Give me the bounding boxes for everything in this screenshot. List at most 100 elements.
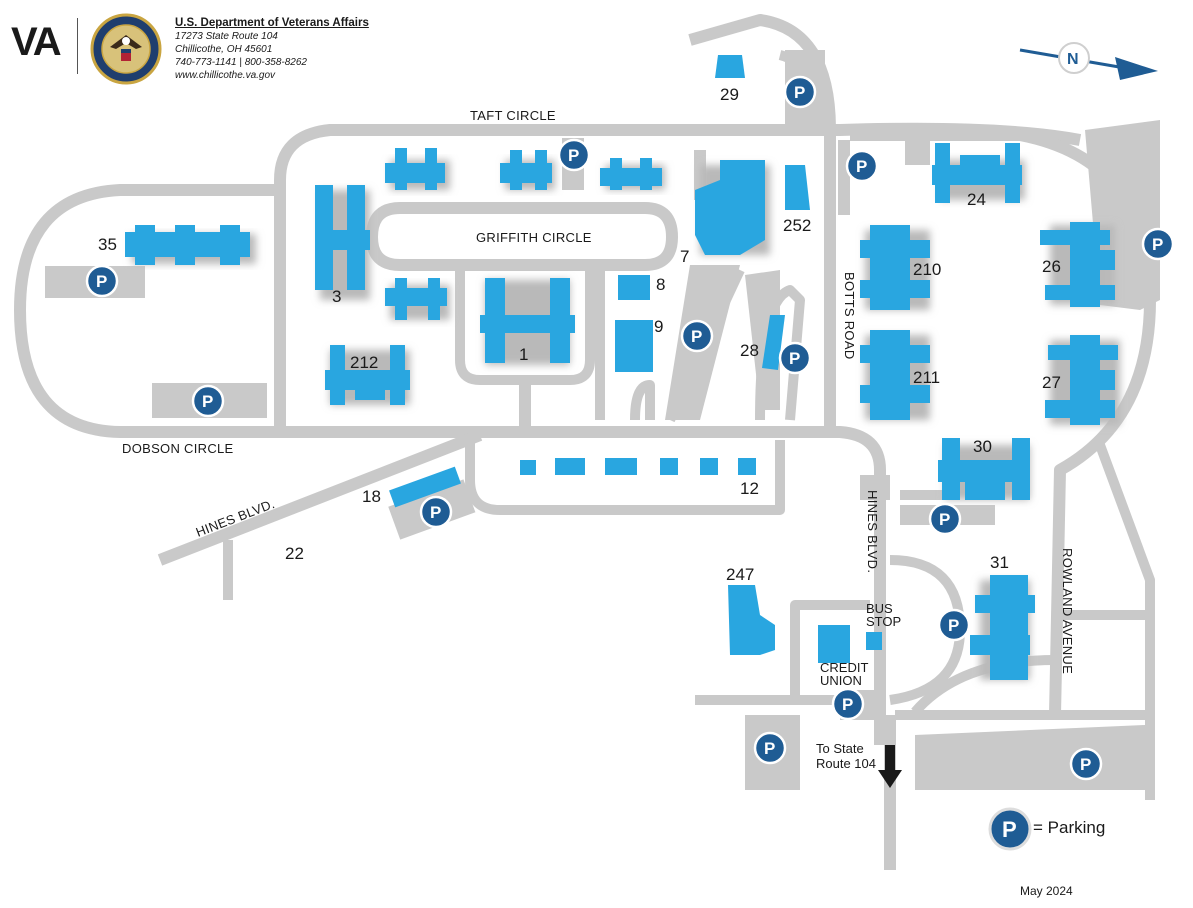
building-number-27: 27	[1042, 373, 1061, 392]
road-label-rowland: ROWLAND AVENUE	[1060, 548, 1075, 674]
svg-text:P: P	[764, 739, 775, 758]
building-number-210: 210	[913, 260, 941, 279]
parking-icon[interactable]: P	[680, 319, 714, 353]
building-number-211: 211	[913, 368, 940, 387]
building-8-shape	[618, 275, 650, 300]
building-number-9: 9	[654, 317, 663, 336]
building-number-26: 26	[1042, 257, 1061, 276]
svg-text:P: P	[789, 349, 800, 368]
road-label-botts: BOTTS ROAD	[842, 272, 857, 360]
svg-text:P: P	[96, 272, 107, 291]
parking-icon[interactable]: P	[937, 608, 971, 642]
route-label-line1: To State	[816, 741, 864, 756]
svg-text:P: P	[856, 157, 867, 176]
building-taft-a-shape	[385, 148, 450, 190]
phone-numbers: 740-773-1141 | 800-358-8262	[175, 57, 307, 68]
svg-text:P: P	[1152, 235, 1163, 254]
road-label-hines-east: HINES BLVD.	[865, 490, 880, 573]
building-number-3: 3	[332, 287, 341, 306]
credit-union-label-line1: CREDIT	[820, 660, 868, 675]
website-link[interactable]: www.chillicothe.va.gov	[175, 70, 276, 81]
building-212-shape	[325, 345, 410, 405]
map-date: May 2024	[1020, 884, 1073, 898]
building-27-shape	[1045, 335, 1120, 425]
building-credit-union-shape	[818, 625, 850, 663]
building-1-shape	[480, 278, 575, 365]
building-3-shape	[315, 185, 370, 300]
building-26-shape	[1040, 222, 1115, 307]
parking-icon[interactable]: P	[753, 731, 787, 765]
building-210-shape	[860, 225, 930, 310]
svg-text:P: P	[948, 616, 959, 635]
buildings	[125, 55, 1120, 680]
building-number-12: 12	[740, 479, 759, 498]
svg-text:P: P	[691, 327, 702, 346]
svg-text:P: P	[794, 83, 805, 102]
building-taft-b-shape	[500, 150, 555, 190]
building-9-shape	[615, 320, 653, 372]
building-number-30: 30	[973, 437, 992, 456]
parking-icon[interactable]: P	[845, 149, 879, 183]
building-taft-c-shape	[600, 158, 665, 190]
building-35-shape	[125, 225, 256, 265]
parking-icon[interactable]: P	[191, 384, 225, 418]
north-compass-icon: N	[1019, 42, 1158, 80]
credit-union-label-line2: UNION	[820, 673, 862, 688]
building-number-212: 212	[350, 353, 378, 372]
building-31-shape	[970, 575, 1035, 680]
building-number-35: 35	[98, 235, 117, 254]
building-number-8: 8	[656, 275, 665, 294]
svg-text:P: P	[568, 146, 579, 165]
address-line-2: Chillicothe, OH 45601	[175, 44, 273, 55]
building-number-18: 18	[362, 487, 381, 506]
parking-icon[interactable]: P	[1069, 747, 1103, 781]
parking-lot-24	[905, 140, 930, 165]
building-number-31: 31	[990, 553, 1009, 572]
legend-parking-icon: P	[988, 807, 1032, 851]
building-247-shape	[728, 585, 775, 655]
svg-text:P: P	[430, 503, 441, 522]
parking-markers: P P P P P P P P P P P P P P	[85, 75, 1175, 781]
building-number-22: 22	[285, 544, 304, 563]
building-7-shape	[695, 160, 770, 255]
road-label-dobson: DOBSON CIRCLE	[122, 441, 234, 456]
legend-parking-text: = Parking	[1033, 818, 1106, 837]
svg-text:P: P	[1002, 817, 1017, 842]
bus-stop-label-line2: STOP	[866, 614, 901, 629]
building-30-shape	[938, 438, 1030, 500]
route-arrow-icon	[878, 745, 902, 788]
building-number-252: 252	[783, 216, 811, 235]
svg-text:P: P	[842, 695, 853, 714]
parking-icon[interactable]: P	[419, 495, 453, 529]
parking-icon[interactable]: P	[783, 75, 817, 109]
parking-icon[interactable]: P	[778, 341, 812, 375]
svg-text:P: P	[1080, 755, 1091, 774]
parking-icon[interactable]: P	[557, 138, 591, 172]
building-number-29: 29	[720, 85, 739, 104]
building-18-shape	[389, 466, 461, 508]
parking-lot-botts	[838, 140, 850, 215]
building-24-shape	[932, 143, 1025, 203]
svg-text:P: P	[202, 392, 213, 411]
parking-icon[interactable]: P	[831, 687, 865, 721]
building-252-shape	[785, 165, 810, 210]
parking-icon[interactable]: P	[1141, 227, 1175, 261]
building-211-shape	[860, 330, 930, 420]
compass-north-label: N	[1067, 51, 1079, 68]
bus-stop-label-line1: BUS	[866, 601, 893, 616]
parking-icon[interactable]: P	[85, 264, 119, 298]
building-small-3-shape	[385, 278, 450, 320]
svg-text:P: P	[939, 510, 950, 529]
parking-lot-28	[745, 270, 780, 410]
parking-icon[interactable]: P	[928, 502, 962, 536]
road-label-taft: TAFT CIRCLE	[470, 108, 556, 123]
parking-lot-hines	[860, 475, 890, 500]
building-number-28: 28	[740, 341, 759, 360]
va-logo: VA	[11, 20, 62, 64]
route-label-line2: Route 104	[816, 756, 876, 771]
bus-stop-shape	[866, 632, 882, 650]
building-number-1: 1	[519, 345, 528, 364]
building-number-24: 24	[967, 190, 986, 209]
